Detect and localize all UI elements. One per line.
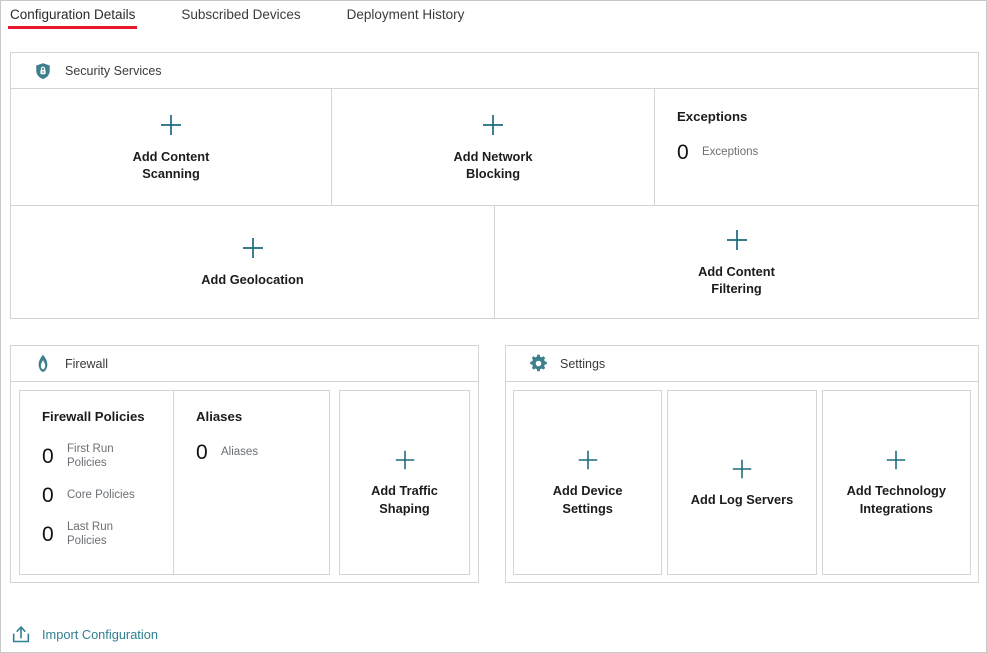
exceptions-stat-row[interactable]: 0 Exceptions bbox=[677, 142, 978, 163]
security-row-divider bbox=[11, 205, 978, 206]
exceptions-cell: Exceptions 0 Exceptions bbox=[655, 89, 978, 205]
tab-label: Deployment History bbox=[346, 7, 465, 22]
add-network-blocking-card[interactable]: Add Network Blocking bbox=[332, 89, 655, 205]
tab-subscribed-devices[interactable]: Subscribed Devices bbox=[181, 1, 300, 29]
security-services-title: Security Services bbox=[65, 63, 162, 78]
core-policies-label: Core Policies bbox=[67, 489, 135, 502]
aliases-column: Aliases 0 Aliases bbox=[174, 390, 330, 575]
exceptions-count-label: Exceptions bbox=[702, 146, 759, 159]
import-configuration-label: Import Configuration bbox=[42, 626, 158, 642]
add-log-servers-card[interactable]: Add Log Servers bbox=[667, 390, 817, 575]
add-traffic-shaping-label: Add Traffic Shaping bbox=[371, 483, 438, 516]
add-technology-integrations-label: Add Technology Integrations bbox=[846, 483, 946, 516]
firewall-header: Firewall bbox=[11, 346, 478, 382]
plus-icon bbox=[158, 112, 184, 138]
exceptions-title: Exceptions bbox=[677, 109, 748, 124]
first-run-policies-count: 0 bbox=[42, 444, 54, 468]
settings-title: Settings bbox=[560, 356, 606, 371]
plus-icon bbox=[730, 457, 754, 481]
stat-first-run-policies[interactable]: 0 First Run Policies bbox=[42, 442, 173, 471]
exceptions-stat-block: Exceptions 0 Exceptions bbox=[655, 89, 978, 163]
first-run-policies-label: First Run Policies bbox=[67, 443, 114, 470]
stat-aliases[interactable]: 0 Aliases bbox=[196, 442, 329, 463]
add-device-settings-card[interactable]: Add Device Settings bbox=[513, 390, 663, 575]
stat-core-policies[interactable]: 0 Core Policies bbox=[42, 485, 173, 506]
firewall-body: Firewall Policies 0 First Run Policies 0… bbox=[11, 382, 478, 583]
tab-label: Configuration Details bbox=[10, 7, 136, 22]
firewall-policies-stats: Firewall Policies 0 First Run Policies 0… bbox=[20, 391, 173, 549]
add-log-servers-label: Add Log Servers bbox=[690, 491, 794, 507]
exceptions-count: 0 bbox=[677, 141, 689, 164]
plus-icon bbox=[393, 448, 417, 472]
tab-label: Subscribed Devices bbox=[181, 7, 301, 22]
add-network-blocking-label: Add Network Blocking bbox=[453, 148, 533, 181]
tab-configuration-details[interactable]: Configuration Details bbox=[7, 1, 138, 29]
plus-icon bbox=[240, 235, 266, 261]
last-run-policies-count: 0 bbox=[42, 522, 54, 546]
shield-lock-icon bbox=[33, 61, 53, 81]
security-services-header: Security Services bbox=[11, 53, 978, 89]
security-services-panel: Security Services Add Content Scanning A… bbox=[10, 52, 979, 319]
add-traffic-shaping-card[interactable]: Add Traffic Shaping bbox=[339, 390, 470, 575]
add-content-filtering-card[interactable]: Add Content Filtering bbox=[495, 206, 978, 318]
add-device-settings-label: Add Device Settings bbox=[552, 483, 623, 516]
tab-deployment-history[interactable]: Deployment History bbox=[347, 1, 465, 29]
tab-bar: Configuration Details Subscribed Devices… bbox=[1, 1, 986, 34]
firewall-policies-title: Firewall Policies bbox=[42, 409, 145, 424]
flame-icon bbox=[33, 354, 53, 374]
aliases-title: Aliases bbox=[196, 409, 243, 424]
add-content-filtering-label: Add Content Filtering bbox=[698, 263, 775, 296]
firewall-panel: Firewall Firewall Policies 0 First Run P… bbox=[10, 345, 479, 583]
firewall-title: Firewall bbox=[65, 356, 109, 371]
settings-header: Settings bbox=[506, 346, 978, 382]
add-geolocation-label: Add Geolocation bbox=[201, 272, 304, 288]
plus-icon bbox=[724, 227, 750, 253]
add-content-scanning-label: Add Content Scanning bbox=[132, 148, 210, 181]
add-geolocation-card[interactable]: Add Geolocation bbox=[11, 206, 495, 318]
aliases-count: 0 bbox=[196, 441, 208, 464]
security-services-row-1: Add Content Scanning Add Network Blockin… bbox=[11, 89, 978, 205]
last-run-policies-label: Last Run Policies bbox=[67, 520, 114, 548]
core-policies-count: 0 bbox=[42, 483, 54, 507]
aliases-count-label: Aliases bbox=[221, 446, 259, 459]
add-content-scanning-card[interactable]: Add Content Scanning bbox=[11, 89, 332, 205]
gear-icon bbox=[528, 354, 548, 374]
add-technology-integrations-card[interactable]: Add Technology Integrations bbox=[821, 390, 971, 575]
upload-icon bbox=[10, 623, 32, 645]
plus-icon bbox=[576, 448, 600, 472]
aliases-stats: Aliases 0 Aliases bbox=[174, 391, 329, 463]
plus-icon bbox=[884, 448, 908, 472]
firewall-policies-column: Firewall Policies 0 First Run Policies 0… bbox=[19, 390, 174, 575]
stat-last-run-policies[interactable]: 0 Last Run Policies bbox=[42, 520, 173, 549]
plus-icon bbox=[480, 112, 506, 138]
security-services-row-2: Add Geolocation Add Content Filtering bbox=[11, 206, 978, 318]
import-configuration-button[interactable]: Import Configuration bbox=[10, 623, 158, 645]
settings-body: Add Device Settings Add Log Servers Add … bbox=[506, 382, 978, 583]
settings-panel: Settings Add Device Settings Add Log Ser… bbox=[505, 345, 979, 583]
